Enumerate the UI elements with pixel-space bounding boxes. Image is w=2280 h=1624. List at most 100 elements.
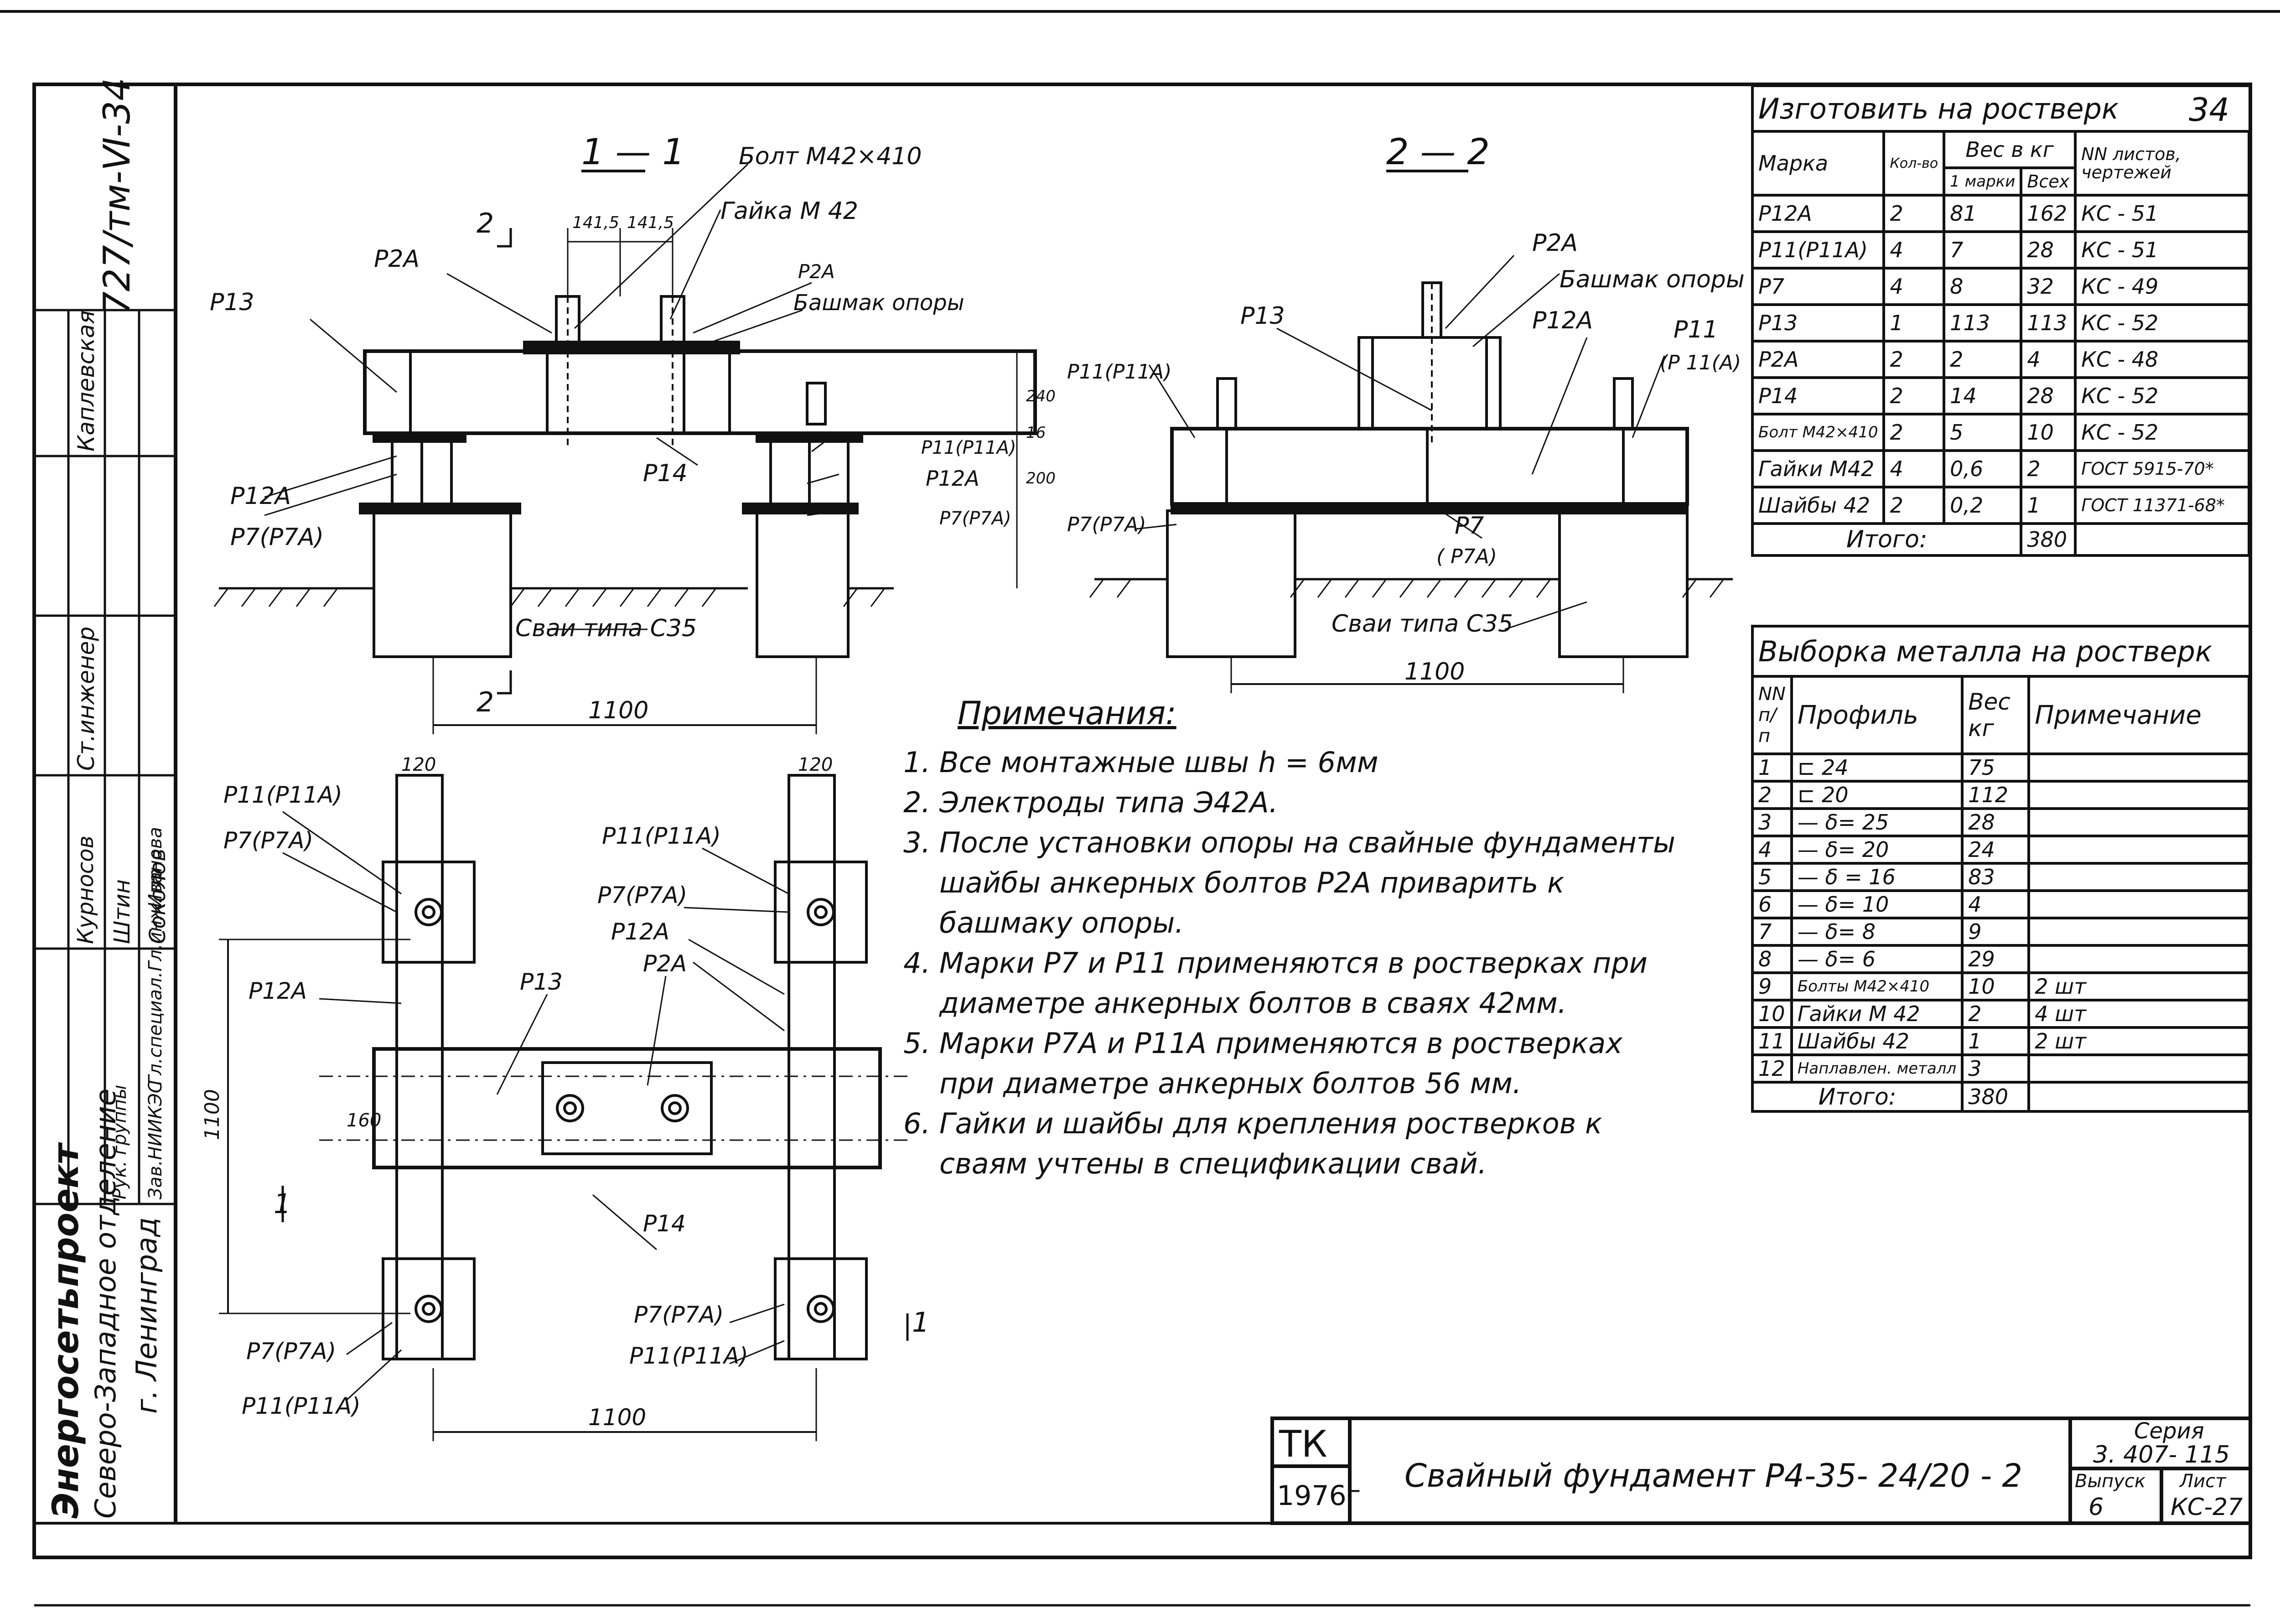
spec-cell: 2 xyxy=(1882,376,1946,415)
spec-cell: 28 xyxy=(2020,230,2077,270)
metal-cell: 10 xyxy=(1751,999,1793,1029)
spec-cell: 28 xyxy=(2020,376,2077,415)
metal-hdr-note: Примечание xyxy=(2027,675,2250,755)
metal-cell: 4 шт xyxy=(2027,999,2250,1029)
p11-label-2: Р11 xyxy=(1674,316,1718,343)
spec-total-label: Итого: xyxy=(1751,522,2023,557)
metal-hdr-no: NN п/п xyxy=(1751,675,1793,755)
p7-label-plan-4: Р7(Р7А) xyxy=(634,1302,724,1328)
metal-cell xyxy=(2027,944,2250,974)
p7-label-1b: Р7(Р7А) xyxy=(939,508,1011,529)
note-1: Все монтажные швы h = 6мм xyxy=(939,742,1678,783)
p13-label-plan: Р13 xyxy=(520,969,563,995)
p2a-label-plan: Р2А xyxy=(643,950,687,977)
note-4: Марки Р7 и Р11 применяются в ростверках … xyxy=(939,943,1678,1023)
p13-label-2: Р13 xyxy=(1240,302,1285,330)
shoe-label-1: Башмак опоры xyxy=(793,290,964,316)
spec-cell: 7 xyxy=(1943,230,2023,270)
plan-view-labels: Р11(Р11А) Р7(Р7А) Р11(Р11А) Р7(Р7А) Р12А… xyxy=(223,754,929,1431)
metal-cell: 28 xyxy=(1961,807,2031,837)
p7-label-plan-2: Р7(Р7А) xyxy=(597,882,687,908)
role-4: Ст.инженер xyxy=(73,626,99,771)
p14-label-1: Р14 xyxy=(643,460,688,487)
p11-label-plan-2: Р11(Р11А) xyxy=(602,823,721,849)
metal-cell: — δ= 8 xyxy=(1790,917,1964,947)
side-stamp-grid xyxy=(34,309,176,1205)
p7-label-2: Р7(Р7А) xyxy=(1067,513,1146,536)
spec-cell: КС - 52 xyxy=(2074,376,2250,415)
spec-cell: 5 xyxy=(1943,413,2023,452)
metal-cell: 9 xyxy=(1751,971,1793,1001)
metal-cell: 3 xyxy=(1961,1053,2031,1084)
metal-cell: 2 шт xyxy=(2027,971,2250,1001)
spec-cell: КС - 51 xyxy=(2074,230,2250,270)
plan-view xyxy=(219,774,912,1441)
section-1-1-labels: 1 — 1 Болт М42×410 Гайка М 42 Р2А Р2А Ба… xyxy=(210,132,1056,724)
spec-cell: КС - 48 xyxy=(2074,340,2250,379)
dim-120-a: 120 xyxy=(401,754,436,775)
p11-label-2b: Р11(Р11А) xyxy=(1067,360,1171,384)
section-1-1 xyxy=(213,163,1037,734)
spec-total: 380 xyxy=(2020,522,2077,557)
p11-label-plan-4: Р11(Р11А) xyxy=(629,1343,748,1369)
spec-cell: 2 xyxy=(2020,449,2077,488)
spec-cell: 113 xyxy=(2020,303,2077,342)
metal-cell xyxy=(2027,889,2250,919)
notes: Примечания: Все монтажные швы h = 6мм Эл… xyxy=(903,693,1678,1184)
metal-total-label: Итого: xyxy=(1751,1081,1964,1113)
cut-mark-1-left: 1 xyxy=(274,1188,291,1220)
spec-cell: КС - 52 xyxy=(2074,303,2250,342)
p11-label-plan-3: Р11(Р11А) xyxy=(242,1393,361,1419)
metal-cell: 4 xyxy=(1751,835,1793,865)
section-2-2 xyxy=(1089,170,1733,693)
dim-240: 240 xyxy=(1026,387,1056,405)
notes-title: Примечания: xyxy=(958,695,1176,732)
section-2-2-labels: 2 — 2 Р2А Башмак опоры Р13 Р12А Р11 (Р 1… xyxy=(1067,132,1745,685)
spec-cell: 32 xyxy=(2020,267,2077,306)
dim-200: 200 xyxy=(1026,469,1056,488)
p12a-label-plan-2: Р12А xyxy=(611,918,669,945)
spec-cell: Р14 xyxy=(1751,376,1886,415)
issue-label: Выпуск xyxy=(2075,1471,2145,1492)
metal-total: 380 xyxy=(1961,1081,2031,1113)
spec-cell: 14 xyxy=(1943,376,2023,415)
metal-cell: 112 xyxy=(1961,780,2031,810)
spec-cell: 0,2 xyxy=(1943,486,2023,525)
metal-cell xyxy=(2027,1053,2250,1084)
metal-cell: 24 xyxy=(1961,835,2031,865)
metal-cell xyxy=(2027,807,2250,837)
metal-cell xyxy=(2027,752,2250,783)
metal-cell: — δ = 16 xyxy=(1790,862,1964,892)
spec-cell: КС - 51 xyxy=(2074,194,2250,233)
dim-1100-2: 1100 xyxy=(1404,658,1465,685)
shoe-label-2: Башмак опоры xyxy=(1560,266,1745,293)
spec-cell: КС - 49 xyxy=(2074,267,2250,306)
spec-hdr-all: Всех xyxy=(2020,166,2077,197)
spec-cell: 162 xyxy=(2020,194,2077,233)
spec-hdr-one: 1 марки xyxy=(1943,166,2023,197)
metal-cell: — δ= 10 xyxy=(1790,889,1964,919)
metal-cell: 10 xyxy=(1961,971,2031,1001)
metal-cell: Наплавлен. металл xyxy=(1790,1053,1964,1084)
title-block-frame xyxy=(1270,1416,2252,1525)
cut-mark-1-right: 1 xyxy=(912,1307,929,1339)
p2a-label-2: Р2А xyxy=(1532,229,1578,257)
metal-cell: — δ= 6 xyxy=(1790,944,1964,974)
metal-title: Выборка металла на ростверк xyxy=(1751,625,2249,678)
p11-label-plan-1: Р11(Р11А) xyxy=(223,782,342,808)
p2a-label-1: Р2А xyxy=(374,245,420,273)
spec-cell: 113 xyxy=(1943,303,2023,342)
spec-hdr-weight: Вес в кг xyxy=(1943,130,2077,169)
p12a-label-2: Р12А xyxy=(1532,307,1593,334)
spec-cell: 4 xyxy=(1882,449,1946,488)
metal-cell: 75 xyxy=(1961,752,2031,783)
metal-cell xyxy=(2027,835,2250,865)
role-0: Зав.НИИКЭС xyxy=(145,1080,166,1199)
spec-cell: Гайки М42 xyxy=(1751,449,1886,488)
